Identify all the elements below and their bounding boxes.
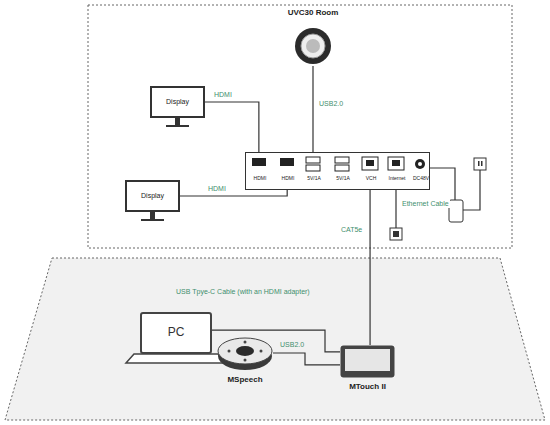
display-label: Display <box>141 192 164 200</box>
display-label: Display <box>166 98 189 106</box>
plug-pin <box>478 161 480 166</box>
rj45-port-inner <box>366 160 374 166</box>
hub-box: HDMI HDMI 5V/1A 5V/1A VCH Internet DC48V <box>245 152 430 190</box>
cable-label: CAT5e <box>340 226 363 234</box>
power-adapter <box>449 200 463 222</box>
device-name: MTouch II <box>349 382 386 391</box>
speaker-dot <box>244 359 247 362</box>
device-name: UVC30 Room <box>273 8 353 17</box>
speaker-dot <box>260 350 263 353</box>
speaker-top <box>218 338 272 364</box>
dc-port <box>415 159 425 169</box>
display-box: Display <box>125 180 180 212</box>
usb-port <box>335 157 349 163</box>
tablet-icon <box>340 345 395 378</box>
display-stand <box>175 118 180 125</box>
camera-face <box>301 34 325 58</box>
dc-port-pin <box>418 162 422 166</box>
wall-jack-socket <box>393 231 399 237</box>
cable-line <box>369 190 370 345</box>
usb-port <box>306 165 320 171</box>
port-label: 5V/1A <box>307 176 321 181</box>
usb-port <box>335 165 349 171</box>
hdmi-port <box>280 158 294 166</box>
laptop-screen: PC <box>140 312 212 354</box>
camera-node: UVC30 Room <box>273 8 353 66</box>
port-label: DC48V <box>413 176 429 181</box>
display-base <box>166 125 189 127</box>
usb-port <box>306 157 320 163</box>
display-box: Display <box>150 86 205 118</box>
camera-lens <box>306 39 320 53</box>
laptop-base <box>126 354 226 363</box>
cable-label: USB2.0 <box>279 341 305 349</box>
rj45-port <box>388 157 404 170</box>
table-region <box>5 258 545 420</box>
port-label: HDMI <box>254 176 267 181</box>
cable-line <box>205 102 259 152</box>
tablet-node: MTouch II <box>340 345 395 378</box>
speaker-dot <box>244 341 247 344</box>
port-label: Internet <box>389 176 406 181</box>
cable-line <box>273 353 340 365</box>
device-name: PC <box>168 326 185 340</box>
camera-ring <box>295 28 331 64</box>
rj45-port <box>362 157 378 170</box>
display-stand <box>150 212 155 219</box>
speaker-icon <box>217 335 273 371</box>
rj45-port-inner <box>392 160 400 166</box>
room-region <box>88 5 512 248</box>
port-label: 5V/1A <box>336 176 350 181</box>
port-label: VCH <box>366 176 377 181</box>
wall-plug <box>474 158 486 170</box>
hdmi-port <box>252 158 266 166</box>
cable-line <box>312 66 313 152</box>
ethernet-cable <box>395 190 396 228</box>
display-base <box>141 219 164 221</box>
tablet-bezel <box>341 346 395 378</box>
plug-pin <box>481 161 483 166</box>
device-name: MSpeech <box>227 375 262 384</box>
power-cable <box>463 170 480 210</box>
speaker-dot <box>228 350 231 353</box>
cable-line <box>180 190 287 196</box>
speaker-node: MSpeech <box>217 335 273 371</box>
port-label: HDMI <box>282 176 295 181</box>
wall-jack <box>390 228 402 240</box>
cable-label: Ethernet Cable <box>401 200 450 208</box>
speaker-center <box>236 346 254 356</box>
cable-label: USB Tpye-C Cable (with an HDMI adapter) <box>175 288 311 296</box>
cable-label: USB2.0 <box>318 100 344 108</box>
tablet-screen <box>345 349 390 371</box>
power-cable <box>430 168 455 200</box>
camera-icon <box>294 27 332 65</box>
cable-label: HDMI <box>207 185 227 193</box>
cable-label: HDMI <box>213 91 233 99</box>
